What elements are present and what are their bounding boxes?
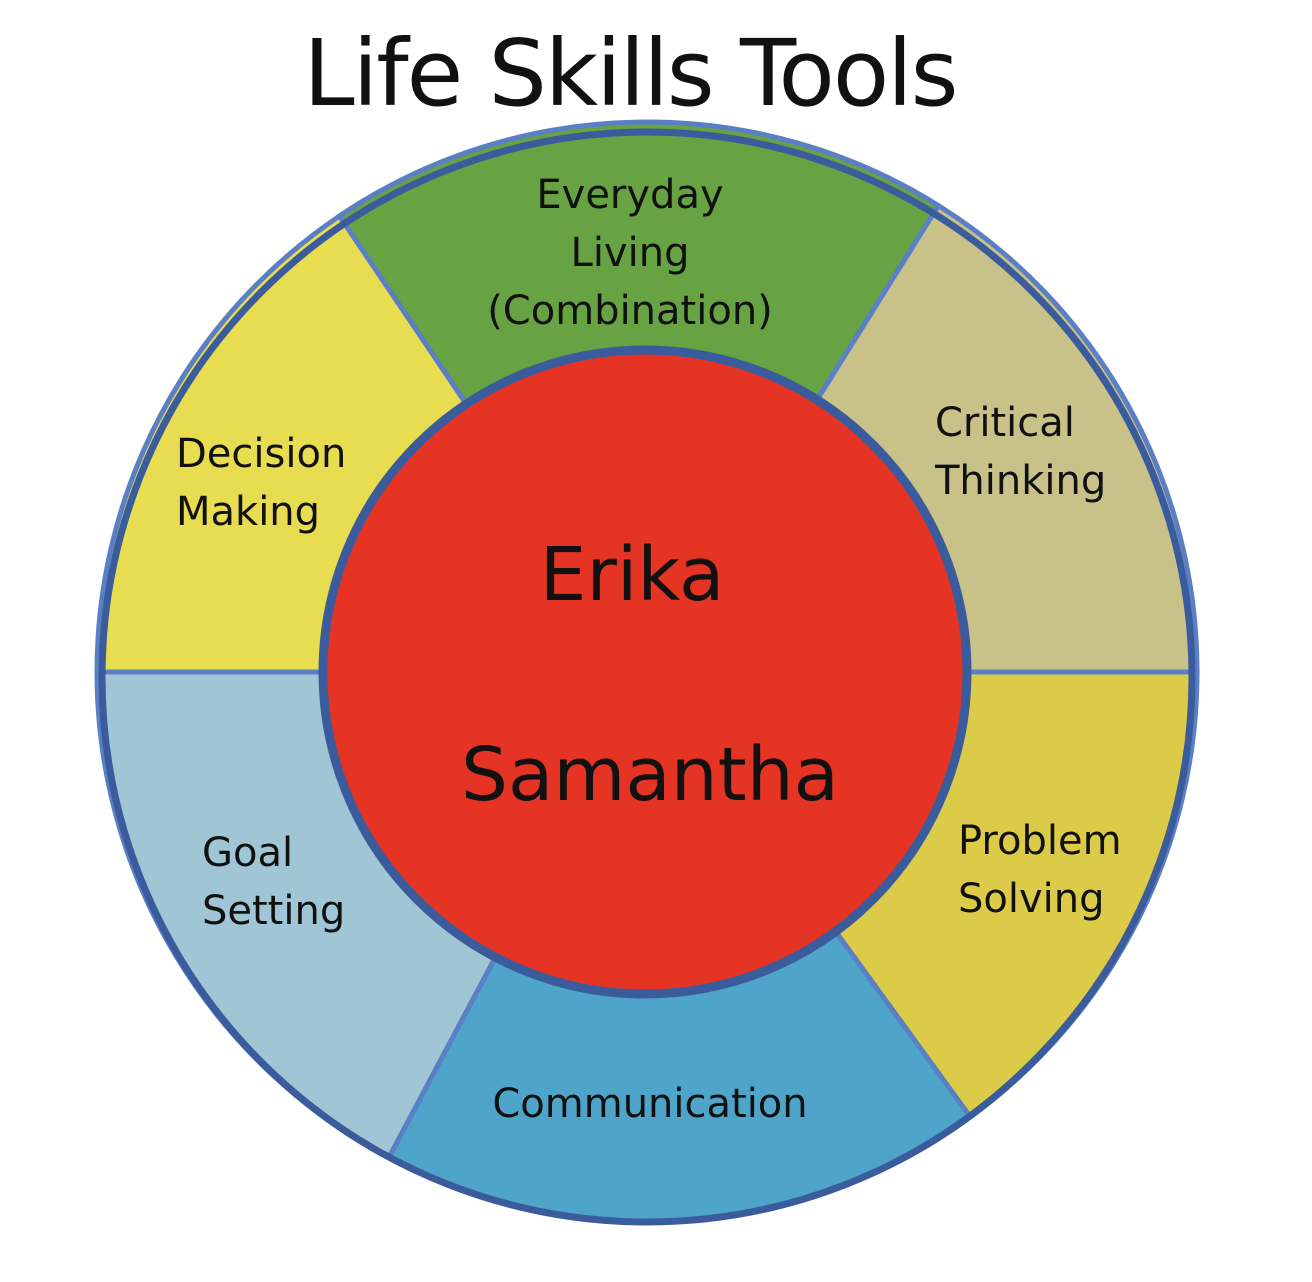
center-name-2: Samantha bbox=[461, 732, 839, 818]
segment-label-everyday-living: Everyday bbox=[536, 172, 723, 218]
center-name-1: Erika bbox=[540, 532, 725, 618]
segment-label-critical-thinking: Critical bbox=[935, 400, 1075, 446]
segment-label-everyday-living: Living bbox=[571, 230, 690, 276]
diagram-title: Life Skills Tools bbox=[303, 20, 958, 127]
segment-label-goal-setting: Goal bbox=[202, 830, 293, 876]
segment-label-goal-setting: Setting bbox=[202, 888, 345, 934]
center-circle bbox=[318, 345, 972, 999]
segment-label-everyday-living: (Combination) bbox=[487, 288, 773, 334]
segment-label-decision-making: Making bbox=[176, 489, 320, 535]
segment-label-problem-solving: Problem bbox=[958, 818, 1122, 864]
segment-label-communication: Communication bbox=[492, 1081, 807, 1127]
outer-ring bbox=[98, 128, 1196, 1226]
segment-label-decision-making: Decision bbox=[176, 431, 346, 477]
segment-label-problem-solving: Solving bbox=[958, 876, 1105, 922]
segment-label-critical-thinking: Thinking bbox=[934, 458, 1106, 504]
